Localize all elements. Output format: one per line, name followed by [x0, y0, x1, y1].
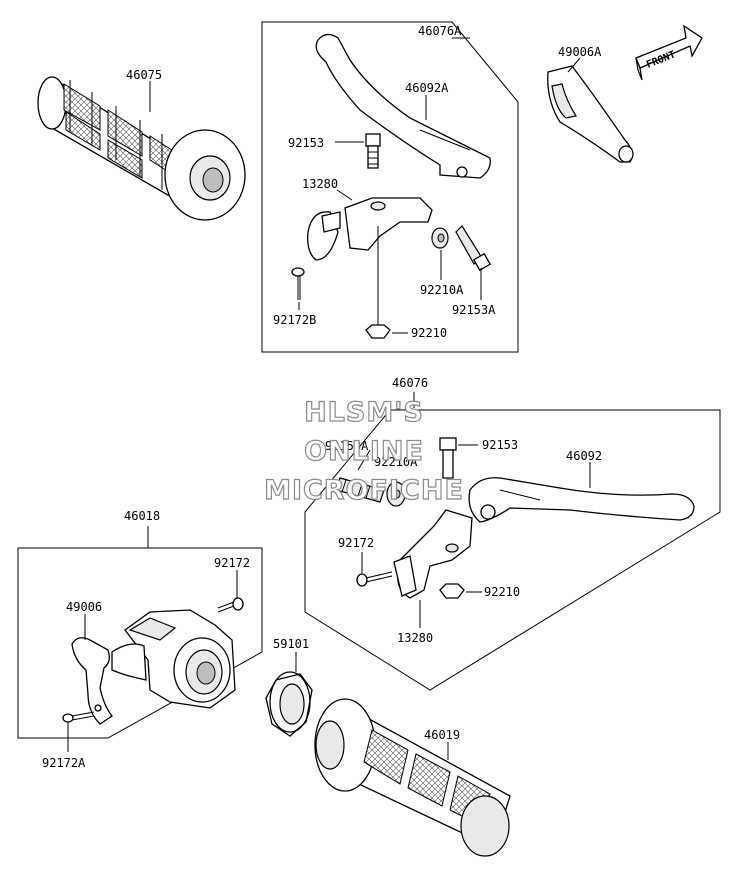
- clamp-13280-mid: [393, 509, 473, 599]
- label-92172-mid: 92172: [338, 536, 374, 550]
- watermark: HLSM'S ONLINE MICROFICHE: [263, 396, 464, 506]
- screw-92172-mid: [356, 571, 393, 587]
- screw-92172B: [291, 267, 305, 300]
- label-13280-mid: 13280: [397, 631, 433, 645]
- assembly-box-46076A: [261, 21, 519, 353]
- front-arrow: FRONT: [635, 24, 703, 81]
- label-46019: 46019: [424, 728, 460, 742]
- label-92210-top: 92210: [411, 326, 447, 340]
- label-92172A: 92172A: [42, 756, 86, 770]
- adjuster-92153A-mid: [335, 477, 385, 503]
- label-13280-top: 13280: [302, 177, 338, 191]
- label-92153-mid: 92153: [482, 438, 518, 452]
- cover-49006: [71, 637, 113, 725]
- label-46092A: 46092A: [405, 81, 449, 95]
- label-59101: 59101: [273, 637, 309, 651]
- label-92210A-top: 92210A: [420, 283, 464, 297]
- label-46076A: 46076A: [418, 24, 462, 38]
- cover-49006A: [547, 65, 634, 163]
- watermark-line-1: HLSM'S: [304, 397, 424, 428]
- bolt-92153-top: [365, 133, 381, 169]
- label-92210A-mid: 92210A: [374, 455, 418, 469]
- screw-92172-left: [217, 597, 244, 613]
- label-92153-top: 92153: [288, 136, 324, 150]
- washer-92210A-mid: [386, 481, 406, 507]
- lever-46092: [468, 477, 695, 523]
- label-49006: 49006: [66, 600, 102, 614]
- watermark-line-3: MICROFICHE: [264, 475, 464, 506]
- lever-46092A: [315, 33, 491, 179]
- label-92172B: 92172B: [273, 313, 316, 327]
- nut-92210-top: [365, 324, 391, 339]
- label-46076: 46076: [392, 376, 428, 390]
- assembly-box-46076: [304, 409, 721, 691]
- label-92153A-top: 92153A: [452, 303, 496, 317]
- watermark-line-2: ONLINE: [304, 436, 424, 467]
- ring-59101: [265, 671, 313, 737]
- label-46018: 46018: [124, 509, 160, 523]
- label-46092: 46092: [566, 449, 602, 463]
- label-92153A-mid: 92153A: [325, 439, 369, 453]
- label-92210-mid: 92210: [484, 585, 520, 599]
- grip-46019: [314, 698, 511, 857]
- label-49006A: 49006A: [558, 45, 602, 59]
- label-92172-left: 92172: [214, 556, 250, 570]
- nut-92210-mid: [439, 583, 465, 599]
- screw-92172A: [62, 711, 95, 723]
- bolt-92153-mid: [439, 437, 457, 479]
- callout-labels: 46075 46076A 46092A 49006A 92153 13280 9…: [42, 24, 602, 770]
- throttle-housing-46018: [111, 609, 236, 709]
- grip-46075: [37, 76, 246, 221]
- adjuster-92153A-top: [455, 225, 492, 272]
- clamp-13280-top: [307, 197, 433, 261]
- label-46075: 46075: [126, 68, 162, 82]
- washer-92210A-top: [431, 227, 449, 249]
